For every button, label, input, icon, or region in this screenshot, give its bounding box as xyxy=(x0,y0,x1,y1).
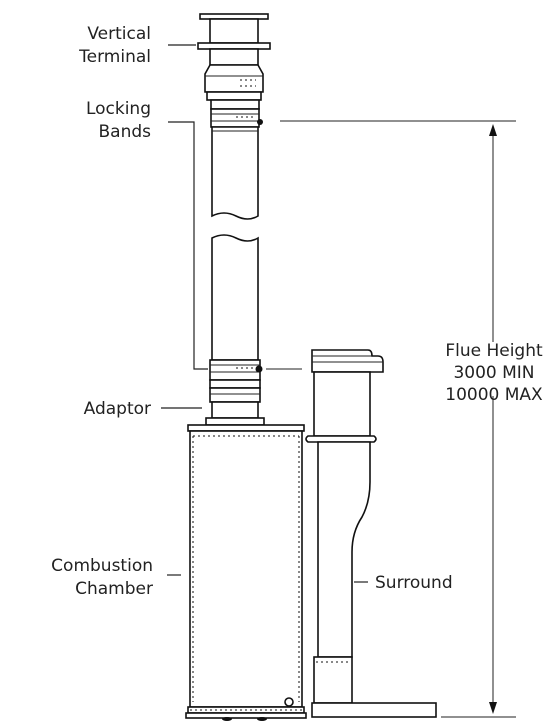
surround-part xyxy=(305,349,437,718)
flue-pipe-upper xyxy=(211,126,259,220)
lower-locking-band xyxy=(209,359,263,403)
vertical-terminal xyxy=(197,13,271,101)
flue-height-dimension xyxy=(280,120,516,718)
flue-pipe-lower xyxy=(211,234,259,361)
vertical-terminal-label-line2: Terminal xyxy=(78,47,151,67)
flue-height-label: Flue Height xyxy=(445,341,543,361)
flue-height-min-label: 3000 MIN xyxy=(453,363,534,383)
flue-height-max-label: 10000 MAX xyxy=(445,385,543,405)
locking-bands-label-line2: Bands xyxy=(98,122,151,142)
upper-locking-band xyxy=(210,99,263,128)
combustion-chamber-label-line1: Combustion xyxy=(51,556,153,576)
combustion-chamber-label-line2: Chamber xyxy=(75,579,153,599)
leader-lines xyxy=(161,44,368,583)
adaptor-label: Adaptor xyxy=(84,399,151,419)
surround-label: Surround xyxy=(375,573,453,593)
locking-bands-label-line1: Locking xyxy=(86,99,151,119)
vertical-terminal-label-line1: Vertical xyxy=(87,24,151,44)
combustion-chamber-box xyxy=(185,424,307,721)
